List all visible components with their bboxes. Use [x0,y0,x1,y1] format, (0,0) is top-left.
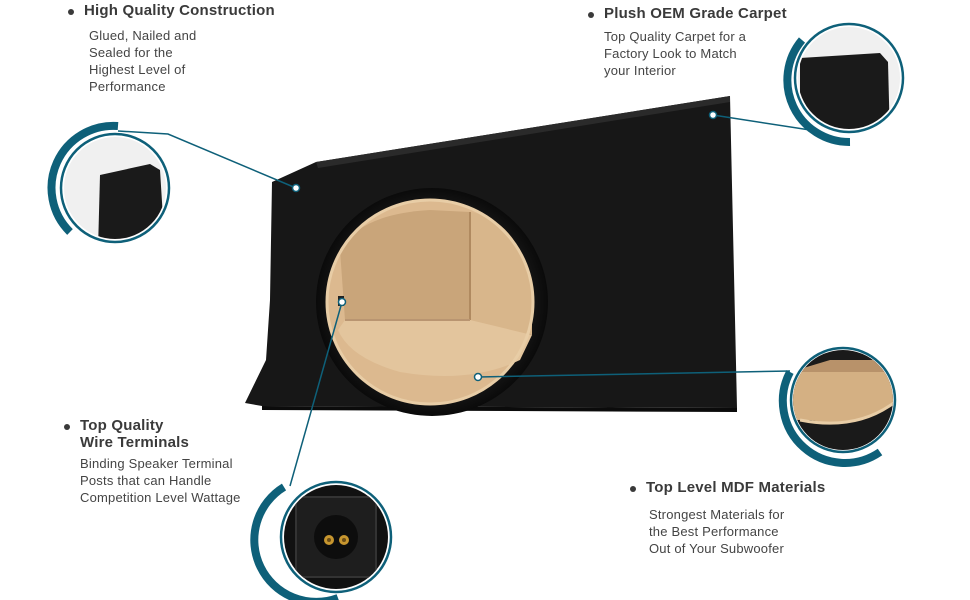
feature-carpet: Plush OEM Grade Carpet Top Quality Carpe… [588,5,818,79]
dot-bullet-icon [68,9,74,15]
feature-carpet-title: Plush OEM Grade Carpet [604,5,787,22]
speaker-terminal-icon [314,515,358,559]
subwoofer-enclosure [245,96,737,416]
feature-construction-title: High Quality Construction [84,2,275,19]
connector-dot-construction [291,183,301,193]
feature-construction-description: Glued, Nailed and Sealed for the Highest… [89,28,197,94]
feature-terminals: Top Quality Wire Terminals Binding Speak… [64,417,304,506]
feature-carpet-description: Top Quality Carpet for a Factory Look to… [604,29,747,78]
connector-dot-carpet [708,110,718,120]
connector-mdf [477,370,791,378]
connector-construction [117,130,297,189]
detail-circle-terminals [250,480,393,600]
feature-construction: High Quality Construction Glued, Nailed … [68,2,308,95]
connector-terminals [289,301,343,487]
detail-circle-mdf [778,346,897,467]
dot-bullet-icon [64,424,70,430]
feature-terminals-title: Top Quality Wire Terminals [80,417,190,451]
detail-circle-carpet [783,22,905,147]
connector-carpet [712,114,811,131]
feature-terminals-description: Binding Speaker Terminal Posts that can … [80,456,241,505]
detail-circle-construction [47,121,171,244]
feature-mdf: Top Level MDF Materials Strongest Materi… [630,479,870,557]
dot-bullet-icon [630,486,636,492]
connector-dot-mdf [473,372,483,382]
feature-mdf-title: Top Level MDF Materials [646,479,826,496]
callout-connectors [117,114,811,487]
dot-bullet-icon [588,12,594,18]
feature-mdf-description: Strongest Materials for the Best Perform… [649,507,785,556]
connector-dot-terminals [337,297,347,307]
